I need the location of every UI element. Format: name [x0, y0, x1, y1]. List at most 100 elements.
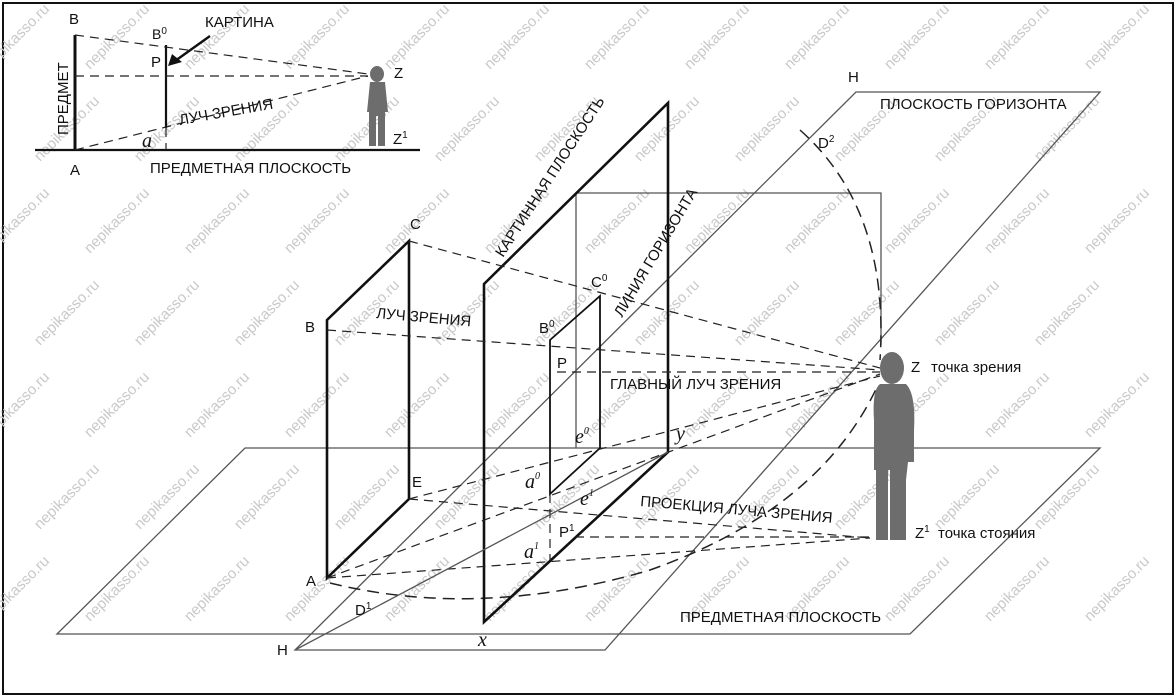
watermark-text: nepikasso.ru: [81, 369, 153, 441]
watermark-text: nepikasso.ru: [181, 553, 253, 625]
ray-A: [326, 373, 881, 579]
label-Z1: Z1: [915, 524, 930, 542]
watermark-text: nepikasso.ru: [231, 461, 303, 533]
watermark-text: nepikasso.ru: [0, 369, 53, 441]
watermark-text: nepikasso.ru: [0, 185, 53, 257]
watermark-text: nepikasso.ru: [881, 1, 953, 73]
inset-arrow-shaft: [174, 35, 211, 62]
projection-ray-A: [326, 537, 871, 579]
watermark-text: nepikasso.ru: [981, 553, 1053, 625]
watermark-text: nepikasso.ru: [431, 93, 503, 165]
ray-C: [408, 240, 881, 369]
watermark-text: nepikasso.ru: [131, 277, 203, 349]
inset-ray-top: [74, 34, 369, 75]
watermark-text: nepikasso.ru: [181, 185, 253, 257]
person-figure: [873, 352, 915, 540]
label-e1: e1: [580, 488, 594, 510]
inset-label-a: a: [142, 130, 152, 152]
label-E: E: [412, 474, 422, 491]
watermark-text: nepikasso.ru: [331, 93, 403, 165]
label-C0: C0: [591, 273, 608, 291]
label-x: x: [477, 629, 487, 651]
inset-label-predmet: ПРЕДМЕТ: [55, 62, 72, 135]
watermark-text: nepikasso.ru: [1081, 1, 1153, 73]
watermark-text: nepikasso.ru: [1081, 185, 1153, 257]
watermark-text: nepikasso.ru: [731, 93, 803, 165]
watermark-text: nepikasso.ru: [881, 553, 953, 625]
label-H-bottom: H: [277, 642, 288, 659]
watermark-text: nepikasso.ru: [881, 185, 953, 257]
watermark-text: nepikasso.ru: [1031, 461, 1103, 533]
watermark-text: nepikasso.ru: [231, 277, 303, 349]
watermark-text: nepikasso.ru: [431, 461, 503, 533]
watermark-text: nepikasso.ru: [1081, 369, 1153, 441]
label-B: B: [305, 319, 315, 336]
watermark-text: nepikasso.ru: [81, 553, 153, 625]
watermark-text: nepikasso.ru: [81, 185, 153, 257]
label-P1: P1: [559, 523, 575, 541]
inset-label-Z: Z: [394, 65, 403, 82]
arc-D1: [329, 384, 879, 600]
watermark-text: nepikasso.ru: [931, 277, 1003, 349]
watermark-text: nepikasso.ru: [481, 1, 553, 73]
label-main-ray: ГЛАВНЫЙ ЛУЧ ЗРЕНИЯ: [610, 375, 781, 393]
label-A: A: [306, 573, 316, 590]
label-horizon-plane: ПЛОСКОСТЬ ГОРИЗОНТА: [880, 96, 1067, 113]
label-D2: D2: [818, 134, 835, 152]
ray-E: [408, 375, 881, 500]
inset-label-B0: B0: [152, 26, 167, 42]
watermark-text: nepikasso.ru: [781, 1, 853, 73]
inset-label-Z1: Z1: [393, 130, 408, 148]
watermark-text: nepikasso.ru: [0, 553, 53, 625]
label-a1: a1: [524, 541, 539, 563]
watermark-text: nepikasso.ru: [1031, 277, 1103, 349]
arc-D2: [799, 129, 882, 361]
watermark-text: nepikasso.ru: [131, 461, 203, 533]
watermark-text: nepikasso.ru: [981, 369, 1053, 441]
inset-label-ploskost: ПРЕДМЕТНАЯ ПЛОСКОСТЬ: [150, 160, 351, 177]
watermark-text: nepikasso.ru: [831, 277, 903, 349]
watermark-text: nepikasso.ru: [381, 553, 453, 625]
watermark-text: nepikasso.ru: [981, 185, 1053, 257]
watermark-text: nepikasso.ru: [1081, 553, 1153, 625]
watermark-text: nepikasso.ru: [31, 277, 103, 349]
inset-label-P: P: [151, 54, 161, 71]
watermark-text: nepikasso.ru: [381, 1, 453, 73]
label-Z-caption: точка зрения: [931, 359, 1021, 376]
label-D1: D1: [355, 601, 372, 619]
watermark-text: nepikasso.ru: [781, 369, 853, 441]
object-plane: [55, 447, 1102, 635]
watermark-text: nepikasso.ru: [381, 369, 453, 441]
watermark-text: nepikasso.ru: [0, 1, 53, 73]
watermark-text: nepikasso.ru: [681, 1, 753, 73]
label-H-top: H: [848, 69, 859, 86]
watermark-text: nepikasso.ru: [581, 553, 653, 625]
watermark-text: nepikasso.ru: [281, 369, 353, 441]
inset-arrow-head: [168, 54, 182, 66]
watermark-text: nepikasso.ru: [181, 369, 253, 441]
watermark-text: nepikasso.ru: [31, 461, 103, 533]
label-e0: e0: [575, 426, 589, 448]
ray-B: [326, 329, 881, 371]
label-B0: B0: [539, 319, 555, 337]
watermark-text: nepikasso.ru: [731, 277, 803, 349]
watermark-text: nepikasso.ru: [981, 1, 1053, 73]
image-rect: [549, 294, 601, 497]
watermark-text: nepikasso.ru: [581, 1, 653, 73]
inset-label-kartina: КАРТИНА: [205, 14, 274, 31]
label-object-plane: ПРЕДМЕТНАЯ ПЛОСКОСТЬ: [680, 609, 881, 626]
projection-ray-E: [408, 498, 871, 539]
picture-ground-line: [294, 451, 669, 651]
watermark-text: nepikasso.ru: [331, 461, 403, 533]
label-P: P: [557, 355, 567, 372]
watermark-text: nepikasso.ru: [281, 1, 353, 73]
label-y: y: [674, 423, 685, 445]
watermark-text: nepikasso.ru: [281, 185, 353, 257]
inset-ray-bottom: [74, 75, 369, 151]
label-Z: Z: [911, 359, 920, 376]
back-rectangle: [575, 192, 882, 448]
watermark-text: nepikasso.ru: [781, 185, 853, 257]
label-C: C: [410, 216, 421, 233]
